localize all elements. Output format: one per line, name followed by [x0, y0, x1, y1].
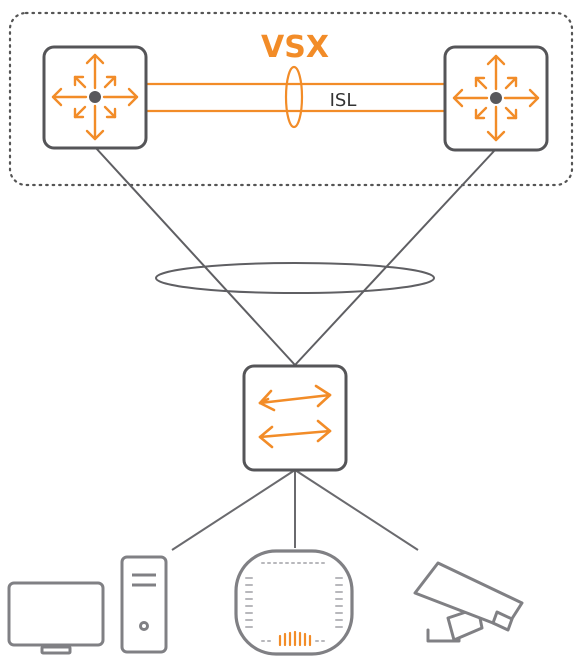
vsx-title: VSX — [261, 30, 329, 65]
lag-ellipse — [155, 262, 435, 294]
uplink-left — [94, 146, 296, 366]
access-switch — [242, 364, 348, 472]
uplinks — [94, 146, 496, 366]
access-switch-box — [242, 364, 348, 472]
wireless-access-point-icon — [234, 549, 354, 656]
downlink-camera — [294, 469, 419, 551]
downlinks — [171, 469, 419, 551]
downlink-desktop — [171, 469, 296, 551]
pc-tower — [120, 555, 168, 654]
core-switch-left — [42, 45, 148, 150]
vsx-group-boundary — [8, 11, 574, 187]
isl-lag-ellipse — [284, 65, 304, 129]
router-arrows-icon — [51, 53, 139, 141]
uplink-right — [294, 149, 496, 366]
camera-lens — [491, 610, 514, 632]
access-point-status-led — [278, 630, 312, 647]
desktop-computer-icon — [7, 555, 168, 655]
isl-links — [146, 82, 445, 113]
monitor — [7, 581, 105, 647]
switch-arrows-icon — [258, 384, 332, 449]
core-switch-right — [443, 45, 549, 152]
monitor-stand — [40, 645, 72, 655]
router-arrows-icon — [452, 54, 540, 142]
isl-label: ISL — [330, 90, 357, 111]
security-camera-icon — [413, 561, 524, 643]
